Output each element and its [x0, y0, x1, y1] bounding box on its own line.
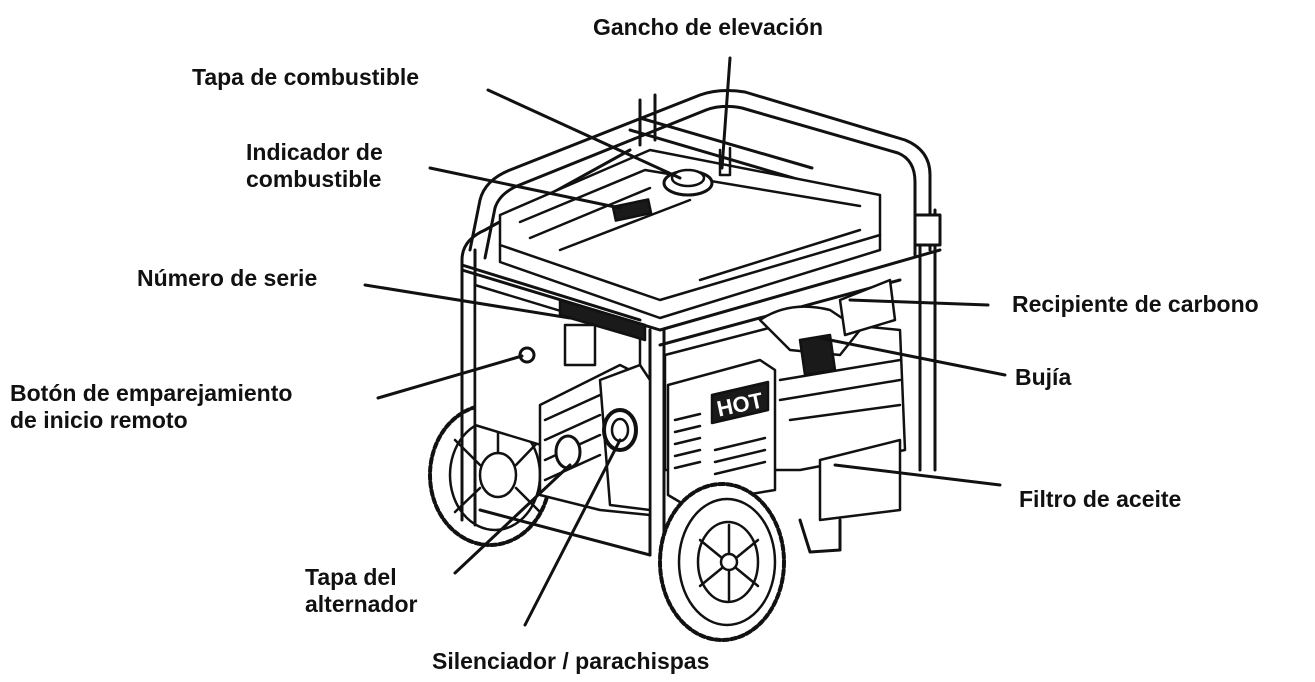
- oil-filter-label: Filtro de aceite: [1019, 486, 1182, 512]
- alternator-muffler: [538, 363, 652, 517]
- muffler-label: Silenciador / parachispas: [432, 648, 710, 674]
- serial-number-label: Número de serie: [137, 265, 318, 291]
- stand: [478, 508, 842, 557]
- spark-plug-label: Bujía: [1015, 364, 1072, 390]
- hot-cover: HOT: [666, 358, 777, 507]
- remote-start-label: Botón de emparejamiento de inicio remoto: [10, 380, 292, 434]
- alternator-cover-label-line2: alternador: [305, 591, 418, 617]
- alternator-cover-label-line1: Tapa del: [305, 564, 397, 590]
- lifting-hook-label: Gancho de elevación: [593, 14, 824, 40]
- remote-start-label-line2: de inicio remoto: [10, 407, 188, 433]
- leader-lines: [363, 56, 1007, 627]
- fuel-gauge-label-line1: Indicador de: [246, 139, 383, 165]
- fuel-cap-label: Tapa de combustible: [192, 64, 420, 90]
- fuel-gauge-label-line2: combustible: [246, 166, 382, 192]
- carbon-canister-label: Recipiente de carbono: [1012, 291, 1259, 317]
- top-frame: [468, 89, 932, 260]
- remote-start-label-line1: Botón de emparejamiento: [10, 380, 293, 406]
- fuel-tank: [498, 146, 882, 320]
- alternator-cover-label: Tapa del alternador: [305, 564, 417, 618]
- front-wheel: [658, 482, 786, 642]
- fuel-gauge-label: Indicador de combustible: [246, 139, 383, 193]
